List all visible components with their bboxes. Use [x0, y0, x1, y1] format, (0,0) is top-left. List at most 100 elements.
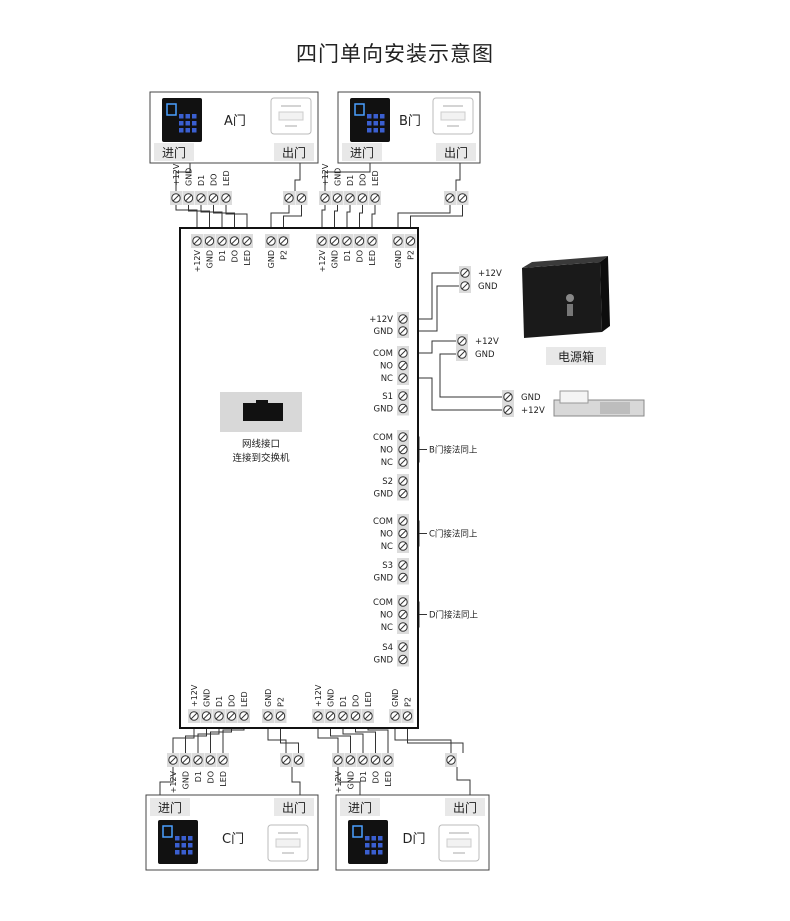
screw-slot [399, 327, 407, 335]
wire [200, 205, 223, 234]
exit-button-face [275, 838, 301, 848]
keypad-key [367, 121, 372, 126]
keypad-key [365, 843, 370, 848]
wire [267, 723, 287, 753]
keypad-key [192, 121, 197, 126]
keypad-key [378, 836, 383, 841]
power-box-tag [546, 347, 606, 365]
terminal-label: LED [384, 771, 393, 787]
wire [409, 272, 459, 320]
key-icon [567, 304, 573, 316]
door-label: C门 [222, 832, 244, 847]
screw-slot [215, 712, 223, 720]
screw-slot [364, 712, 372, 720]
screw-slot [321, 194, 329, 202]
terminal-label: P2 [280, 250, 289, 260]
keypad-key [373, 114, 378, 119]
keypad-key [181, 843, 186, 848]
screw-slot [399, 349, 407, 357]
screw-slot [399, 362, 407, 369]
wire [321, 205, 326, 234]
relay-note: C门接法同上 [429, 529, 478, 540]
screw-slot [343, 237, 351, 245]
screw-slot [318, 237, 326, 245]
screw-slot [399, 477, 407, 485]
terminal-label: +12V [172, 163, 181, 186]
terminal-label: GND [327, 689, 336, 707]
terminal-label: COM [373, 517, 393, 527]
screw-slot [222, 194, 230, 202]
keypad-key [371, 843, 376, 848]
screw-slot [399, 374, 407, 382]
screw-slot [314, 712, 322, 720]
enter-tag [150, 798, 190, 816]
wire [334, 205, 338, 234]
screw-slot [372, 756, 379, 764]
wire [294, 163, 301, 191]
terminal-label: P2 [404, 697, 413, 707]
screw-slot [193, 237, 201, 245]
terminal-label: NC [381, 374, 393, 384]
wire [455, 163, 461, 191]
terminal-label: LED [364, 691, 373, 707]
terminal-label: LED [371, 170, 380, 186]
relay-note: D门接法同上 [429, 610, 479, 621]
exit-label: 出门 [282, 800, 306, 815]
network-label: 网线接口 [242, 438, 280, 450]
screw-slot [339, 712, 347, 720]
terminal-label: DO [207, 771, 216, 783]
terminal-label: +12V [521, 406, 545, 416]
card-symbol-icon [166, 103, 177, 116]
lock-keyhole-icon [566, 294, 574, 302]
screw-slot [285, 194, 293, 202]
keypad-key [179, 114, 184, 119]
keypad-key [188, 836, 193, 841]
screw-slot [352, 712, 359, 720]
terminal-label: GND [203, 689, 212, 707]
keypad-key [365, 836, 370, 841]
rj45-latch [256, 400, 268, 404]
terminal-label: NC [381, 623, 393, 633]
power-box-side [600, 256, 610, 332]
screw-slot [461, 282, 469, 290]
wire [359, 205, 363, 234]
terminal-label: +12V [190, 684, 199, 707]
exit-label: 出门 [282, 145, 306, 160]
wire [337, 767, 361, 795]
terminal-label: P2 [407, 250, 416, 260]
wire [280, 723, 299, 753]
screw-slot [399, 656, 407, 663]
exit-button-face [446, 838, 472, 848]
keypad-key [365, 850, 370, 855]
controller-board [179, 227, 419, 729]
terminal-label: GND [182, 771, 191, 789]
terminal-label: GND [374, 405, 394, 415]
terminal-label: LED [243, 250, 252, 266]
terminal-label: S1 [382, 392, 393, 402]
keypad-key [188, 843, 193, 848]
wire [410, 205, 463, 234]
terminal-label: D1 [215, 696, 224, 707]
screw-slot [346, 194, 354, 202]
terminal-label: +12V [475, 337, 499, 347]
terminal-label: D1 [197, 175, 206, 186]
wire [175, 205, 198, 234]
wire [409, 340, 456, 354]
screw-slot [399, 598, 407, 606]
screw-slot [295, 756, 302, 764]
card-symbol-icon [352, 825, 363, 838]
terminal-label: LED [240, 691, 249, 707]
screw-slot [172, 194, 180, 202]
screw-slot [399, 643, 407, 651]
screw-slot [399, 542, 407, 550]
keypad-key [373, 128, 378, 133]
door-label: A门 [224, 114, 246, 129]
terminal-label: +12V [321, 163, 330, 186]
screw-slot [399, 623, 407, 631]
screw-slot [169, 756, 177, 764]
screw-slot [277, 712, 284, 720]
enter-label: 进门 [348, 800, 372, 815]
wire [409, 285, 459, 332]
terminal-label: +12V [318, 249, 327, 272]
terminal-label: GND [331, 250, 340, 268]
